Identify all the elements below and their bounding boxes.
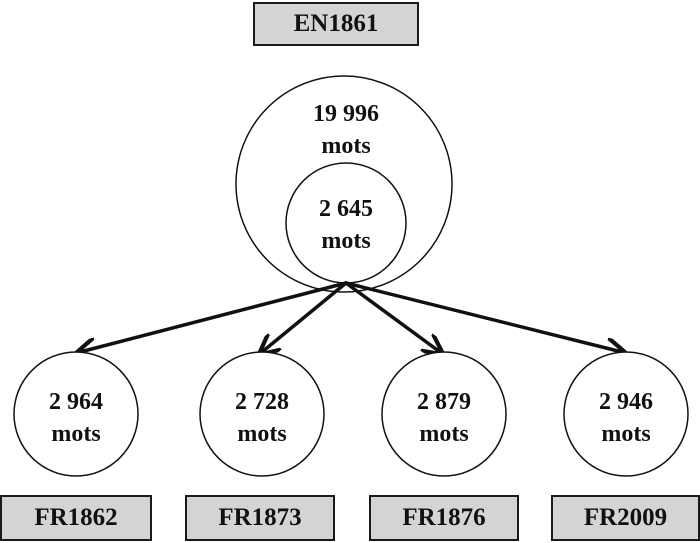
arrow-to-fr1873 xyxy=(262,281,348,352)
target-count: 2 879 xyxy=(417,389,471,415)
arrow-to-fr1862 xyxy=(80,281,348,352)
source-label: EN1861 xyxy=(293,10,379,37)
target-circle-fr1873 xyxy=(199,351,325,477)
target-label: FR2009 xyxy=(583,504,668,531)
target-label: FR1876 xyxy=(402,504,486,531)
target-unit: mots xyxy=(419,421,468,447)
target-circle-fr2009 xyxy=(563,351,689,477)
target-unit: mots xyxy=(237,421,286,447)
outer-unit: mots xyxy=(321,133,370,159)
target-unit: mots xyxy=(601,421,650,447)
target-count: 2 964 xyxy=(49,389,103,415)
target-count: 2 728 xyxy=(235,389,289,415)
target-unit: mots xyxy=(51,421,100,447)
target-label-box-fr1876: FR1876 xyxy=(369,495,519,541)
target-label-box-fr2009: FR2009 xyxy=(551,495,700,541)
target-label: FR1862 xyxy=(34,504,118,531)
inner-circle xyxy=(285,162,407,284)
target-label: FR1873 xyxy=(218,504,302,531)
arrow-to-fr2009 xyxy=(344,281,622,352)
target-label-box-fr1862: FR1862 xyxy=(0,495,152,541)
outer-count: 19 996 xyxy=(313,101,379,127)
target-circle-fr1862 xyxy=(13,351,139,477)
target-circle-fr1876 xyxy=(381,351,507,477)
inner-count: 2 645 xyxy=(319,196,373,222)
inner-unit: mots xyxy=(321,228,370,254)
source-label-box: EN1861 xyxy=(253,2,419,46)
target-label-box-fr1873: FR1873 xyxy=(185,495,335,541)
arrow-to-fr1876 xyxy=(344,281,440,352)
target-count: 2 946 xyxy=(599,389,653,415)
